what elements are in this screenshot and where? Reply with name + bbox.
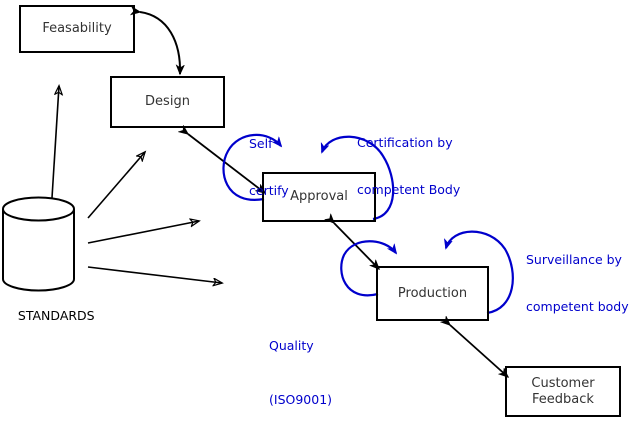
standards-cylinder-shape [2, 196, 75, 292]
loop-self-certify-arc [222, 133, 281, 201]
label-quality-line2: (ISO9001) [269, 392, 333, 407]
label-certification-competent-body: Certification by competent Body [357, 104, 460, 228]
label-self-certify: Self certify [249, 105, 289, 229]
edge-approval-design [188, 134, 265, 193]
edge-design-feasability [140, 12, 180, 74]
node-approval-label: Approval [290, 189, 348, 204]
loop-quality-monitoring-arc [340, 240, 396, 297]
edge-standards-production [87, 266, 222, 283]
label-self-certify-line1: Self [249, 136, 273, 151]
label-surveillance-line2: competent body [526, 298, 629, 314]
standards-label: STANDARDS [2, 293, 95, 338]
node-customer-feedback-label-line2: Feedback [532, 391, 594, 407]
label-surveillance-competent-body: Surveillance by competent body [526, 221, 629, 345]
edge-production-approval [334, 223, 379, 269]
label-quality-line1: Quality [269, 338, 314, 353]
edge-standards-approval [87, 221, 199, 244]
edge-standards-design [87, 152, 145, 219]
label-certification-line1: Certification by [357, 135, 453, 150]
node-customer-feedback-label-line1: Customer [531, 375, 595, 391]
edge-standards-feasability [51, 86, 59, 199]
node-production-label: Production [397, 285, 468, 301]
standards-label-text: STANDARDS [17, 308, 95, 323]
node-feasability[interactable]: Feasability [19, 5, 135, 53]
label-quality-monitoring: Quality (ISO9001) monitoring [269, 301, 337, 421]
node-design-label: Design [145, 94, 190, 109]
node-design[interactable]: Design [110, 76, 225, 128]
node-production[interactable]: Production [376, 266, 489, 321]
node-customer-feedback[interactable]: Customer Feedback [505, 366, 621, 417]
loop-certification-arc [322, 135, 395, 221]
label-certification-line2: competent Body [357, 181, 461, 197]
node-feasability-label: Feasability [42, 21, 112, 36]
edge-customerfeedback-production [450, 325, 508, 377]
node-approval[interactable]: Approval [262, 172, 376, 222]
label-surveillance-line1: Surveillance by [526, 252, 622, 267]
loop-surveillance-arc [446, 230, 514, 315]
label-self-certify-line2: certify [249, 182, 289, 198]
